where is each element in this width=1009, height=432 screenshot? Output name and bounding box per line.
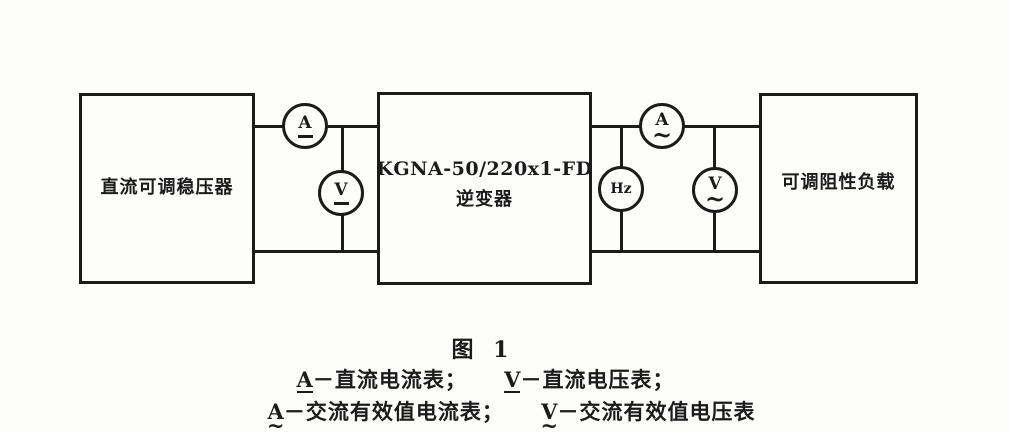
ac-ammeter-letter: A bbox=[655, 109, 669, 130]
dc-symbol-bar bbox=[297, 134, 313, 138]
wire-bottom-right bbox=[589, 250, 762, 253]
legend-dc-voltmeter-text: －直流电压表； bbox=[520, 367, 675, 392]
inverter-name-label: 逆变器 bbox=[456, 189, 513, 211]
ac-ammeter-symbol: A~ bbox=[267, 399, 285, 432]
legend-dc-ammeter-text: －直流电流表； bbox=[312, 367, 467, 392]
frequency-meter: Hz bbox=[598, 166, 644, 212]
ac-voltmeter-symbol: V~ bbox=[540, 399, 558, 432]
figure-caption: 图 1 bbox=[451, 337, 510, 363]
legend-line-dc: A－直流电流表； V－直流电压表； bbox=[0, 364, 990, 394]
dc-symbol-bar bbox=[333, 201, 349, 205]
dc-voltmeter-letter: V bbox=[334, 179, 348, 200]
ac-symbol-wave: ~ bbox=[266, 413, 285, 432]
legend-ac-ammeter: A~－交流有效值电流表； bbox=[267, 396, 504, 432]
load-label: 可调阻性负载 bbox=[781, 172, 896, 194]
dc-ammeter: A bbox=[282, 103, 328, 149]
dc-voltmeter-symbol: V bbox=[504, 367, 521, 394]
ac-symbol-wave: ~ bbox=[540, 413, 559, 432]
dc-ammeter-symbol: A bbox=[296, 367, 313, 394]
legend-dc-ammeter: A－直流电流表； bbox=[296, 364, 467, 394]
inverter-model-label: KGNA-50/220x1-FD bbox=[376, 157, 593, 180]
ac-ammeter: A ~ bbox=[639, 103, 685, 149]
ac-voltmeter-symbol-letter: V bbox=[541, 399, 558, 424]
wire-bottom-left bbox=[252, 250, 380, 253]
ac-symbol-wave: ~ bbox=[651, 119, 673, 149]
legend-ac-voltmeter-text: －交流有效值电压表 bbox=[557, 399, 756, 424]
ac-voltmeter-letter: V bbox=[708, 173, 722, 194]
ac-ammeter-symbol-letter: A bbox=[267, 399, 284, 424]
load-box: 可调阻性负载 bbox=[759, 93, 918, 284]
ac-voltmeter: V ~ bbox=[692, 167, 738, 213]
dc-voltmeter: V bbox=[318, 170, 364, 216]
frequency-meter-letter: Hz bbox=[610, 181, 632, 197]
dc-regulator-label: 直流可调稳压器 bbox=[100, 177, 234, 199]
dc-ammeter-letter: A bbox=[298, 112, 312, 133]
legend-ac-voltmeter: V~－交流有效值电压表 bbox=[540, 396, 756, 432]
ac-symbol-wave: ~ bbox=[704, 183, 726, 213]
legend-ac-ammeter-text: －交流有效值电流表； bbox=[283, 399, 504, 424]
dc-regulator-box: 直流可调稳压器 bbox=[79, 93, 255, 284]
legend-line-ac: A~－交流有效值电流表； V~－交流有效值电压表 bbox=[7, 396, 1009, 432]
inverter-box: KGNA-50/220x1-FD 逆变器 bbox=[376, 92, 593, 285]
legend-dc-voltmeter: V－直流电压表； bbox=[504, 364, 674, 394]
